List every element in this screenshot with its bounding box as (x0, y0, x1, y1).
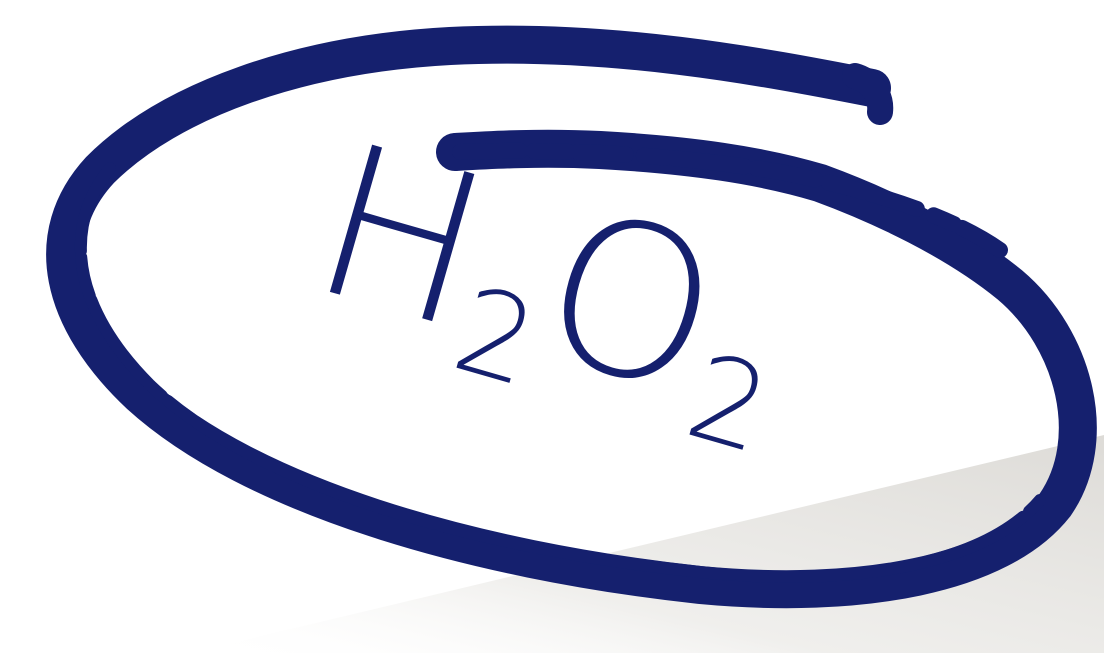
ring-rough-texture (74, 162, 1046, 583)
ring-tail (842, 63, 894, 125)
ring-broken-edge (452, 142, 1008, 258)
